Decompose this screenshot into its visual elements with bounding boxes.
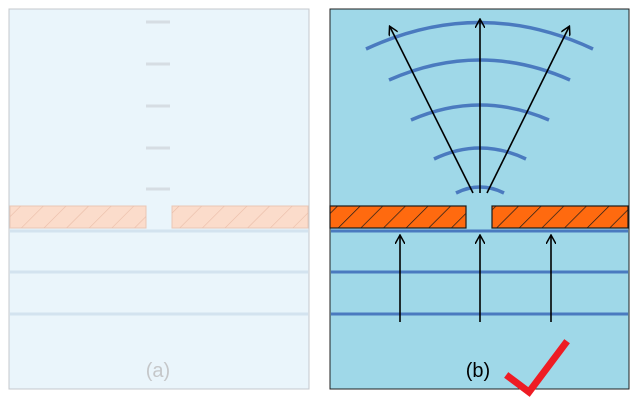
panel-a-dashes — [146, 20, 170, 191]
panel-a-label: (a) — [146, 360, 170, 382]
panel-b: (b) — [329, 8, 630, 390]
panel-a-plane-waves — [10, 229, 308, 316]
panel-b-label: (b) — [466, 360, 490, 382]
panel-a: (a) — [8, 8, 310, 390]
panel-b-barrier — [329, 205, 629, 229]
outgoing-arrow-left — [390, 27, 474, 194]
panel-b-outgoing-arrows — [390, 20, 569, 194]
panel-b-incoming-arrows — [400, 236, 551, 322]
checkmark-icon — [504, 339, 570, 397]
outgoing-arrow-right — [486, 27, 569, 194]
panel-a-barrier — [9, 205, 309, 229]
panel-a-background — [8, 8, 310, 390]
